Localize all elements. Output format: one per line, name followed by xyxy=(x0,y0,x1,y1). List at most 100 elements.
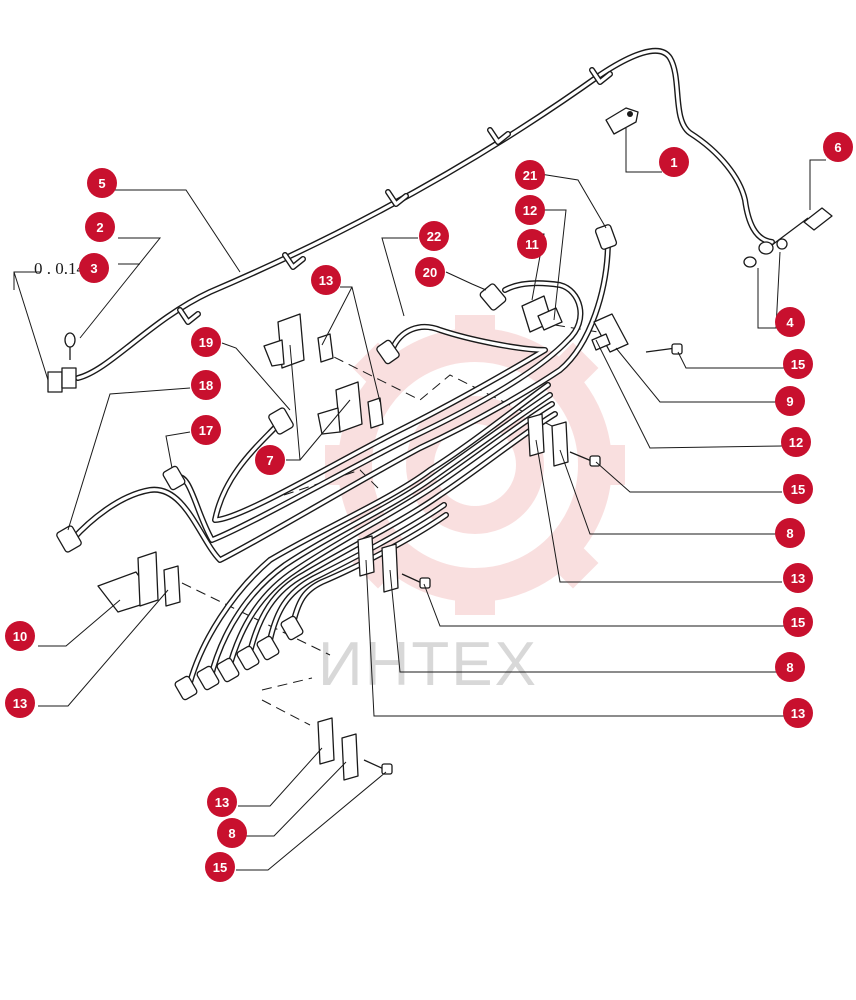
callout-badge: 21 xyxy=(515,160,545,190)
callout-badge: 10 xyxy=(5,621,35,651)
callout-badge: 13 xyxy=(783,698,813,728)
union-nut-icon xyxy=(216,657,240,683)
pipe-bracket-icon xyxy=(263,313,384,435)
callout-badge-circle xyxy=(775,652,805,682)
hardware-parts xyxy=(47,107,833,781)
callout-badge-circle xyxy=(191,415,221,445)
callout-badge-label: 8 xyxy=(228,826,235,841)
union-nut-icon xyxy=(280,615,304,641)
callout-badge-circle xyxy=(5,621,35,651)
callout-badge-circle xyxy=(775,386,805,416)
callout-badge: 17 xyxy=(191,415,221,445)
callout-badge: 13 xyxy=(5,688,35,718)
callout-badge-label: 1 xyxy=(670,155,677,170)
banjo-fitting-icon xyxy=(47,332,77,393)
callout-badge: 2 xyxy=(85,212,115,242)
support-bracket-icon xyxy=(97,551,181,613)
callout-badge-circle xyxy=(783,698,813,728)
callout-badge-circle xyxy=(783,563,813,593)
callout-badge-circle xyxy=(5,688,35,718)
clamp-plate-icon xyxy=(357,535,431,593)
callout-badge-label: 13 xyxy=(215,795,229,810)
pipe-fittings xyxy=(56,224,618,701)
union-nut-icon xyxy=(268,407,294,435)
union-nut-icon xyxy=(56,525,82,553)
watermark-text: ИНТЕХ xyxy=(318,630,538,699)
callout-badge-label: 3 xyxy=(90,261,97,276)
callout-badge-label: 13 xyxy=(13,696,27,711)
clamp-plate-icon xyxy=(527,413,601,467)
leak-off-rail-pipe xyxy=(75,47,775,381)
callout-badge: 13 xyxy=(311,265,341,295)
callout-badge: 6 xyxy=(823,132,853,162)
callout-badge: 18 xyxy=(191,370,221,400)
callout-badge-circle xyxy=(217,818,247,848)
callout-badge-circle xyxy=(783,474,813,504)
callout-badge-label: 8 xyxy=(786,660,793,675)
union-nut-icon xyxy=(376,339,400,365)
callout-badge-circle xyxy=(781,427,811,457)
callout-badge: 15 xyxy=(783,474,813,504)
callout-badge-circle xyxy=(311,265,341,295)
fuel-pipes xyxy=(69,47,775,693)
callout-badge-label: 6 xyxy=(834,140,841,155)
callout-badge: 5 xyxy=(87,168,117,198)
callout-badge-label: 22 xyxy=(427,229,441,244)
callout-badge: 4 xyxy=(775,307,805,337)
callout-badge: 22 xyxy=(419,221,449,251)
washer-icon xyxy=(743,238,788,268)
callout-badge: 8 xyxy=(775,652,805,682)
callout-badge-circle xyxy=(823,132,853,162)
clamp-plate-icon xyxy=(317,717,393,781)
callout-badge-label: 13 xyxy=(791,706,805,721)
union-nut-icon xyxy=(236,645,260,671)
union-nut-icon xyxy=(594,224,618,250)
callout-badge-label: 4 xyxy=(786,315,794,330)
callout-badge: 11 xyxy=(517,229,547,259)
callout-badge-label: 9 xyxy=(786,394,793,409)
callout-badge-circle xyxy=(79,253,109,283)
callout-badge-circle xyxy=(255,445,285,475)
callout-badge-label: 15 xyxy=(791,615,805,630)
union-nut-icon xyxy=(479,283,507,311)
callout-badge-circle xyxy=(205,852,235,882)
union-nut-icon xyxy=(256,635,280,661)
callout-badge: 13 xyxy=(207,787,237,817)
callout-badge-circle xyxy=(783,607,813,637)
callout-badge: 8 xyxy=(775,518,805,548)
callout-badge-label: 15 xyxy=(213,860,227,875)
callout-badge: 20 xyxy=(415,257,445,287)
callout-badge-label: 10 xyxy=(13,629,27,644)
callout-badge-label: 12 xyxy=(789,435,803,450)
callout-badge-label: 13 xyxy=(319,273,333,288)
lug-icon xyxy=(605,107,639,135)
union-nut-icon xyxy=(174,675,198,701)
callout-badge-label: 13 xyxy=(791,571,805,586)
callout-badge: 1 xyxy=(659,147,689,177)
callout-badge-circle xyxy=(85,212,115,242)
callout-badge: 13 xyxy=(783,563,813,593)
callout-badge-circle xyxy=(419,221,449,251)
callout-badge: 3 xyxy=(79,253,109,283)
callout-badge-circle xyxy=(775,518,805,548)
callout-badge: 12 xyxy=(781,427,811,457)
callout-leaders xyxy=(13,128,826,871)
callout-badge-label: 8 xyxy=(786,526,793,541)
clamp-plate-icon xyxy=(521,295,683,355)
callout-badge-circle xyxy=(191,327,221,357)
callout-badge-circle xyxy=(775,307,805,337)
callout-badge: 8 xyxy=(217,818,247,848)
callout-badge: 12 xyxy=(515,195,545,225)
callout-badge-circle xyxy=(87,168,117,198)
callout-badge-circle xyxy=(207,787,237,817)
callout-badge: 9 xyxy=(775,386,805,416)
callout-badge: 15 xyxy=(783,349,813,379)
callout-badge-label: 19 xyxy=(199,335,213,350)
union-nut-icon xyxy=(162,465,186,491)
callout-badge-label: 11 xyxy=(525,237,539,252)
callout-badge-circle xyxy=(415,257,445,287)
callout-badge-label: 12 xyxy=(523,203,537,218)
callout-badge-circle xyxy=(515,160,545,190)
